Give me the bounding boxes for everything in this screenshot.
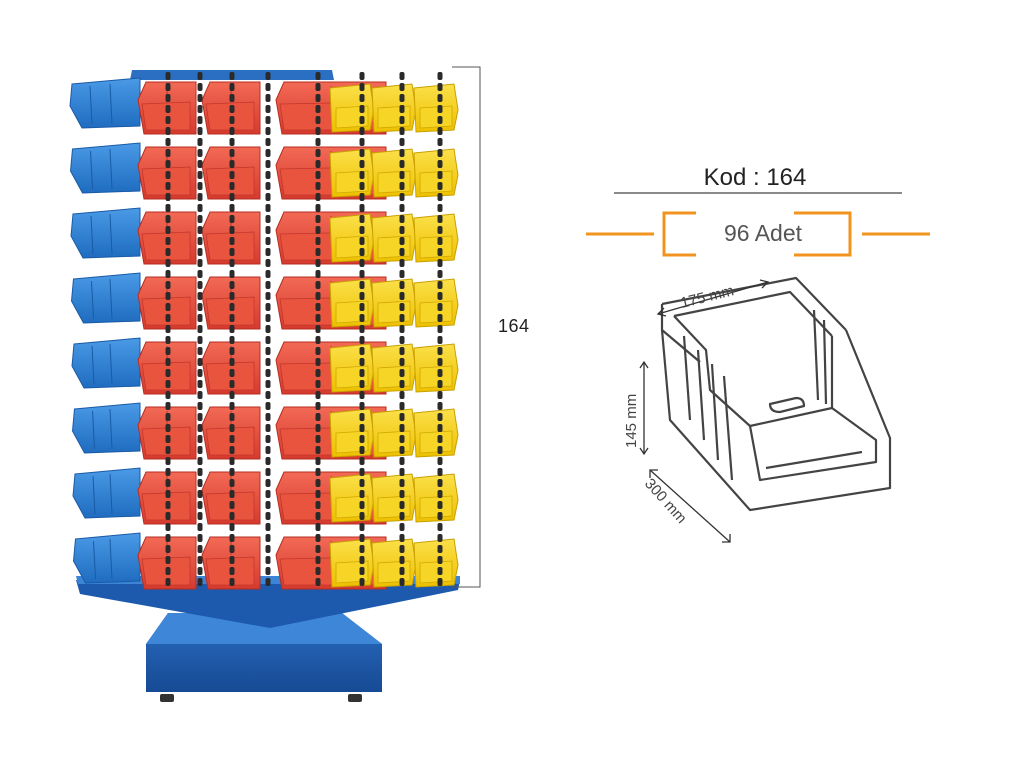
- rack-base: [76, 576, 460, 702]
- red-bin: [137, 471, 197, 525]
- yellow-bin: [329, 278, 375, 328]
- yellow-bin: [371, 343, 417, 393]
- blue-bin: [70, 272, 141, 324]
- rack-pole: [197, 72, 203, 586]
- yellow-bin: [329, 538, 375, 588]
- blue-bin: [70, 207, 141, 259]
- yellow-bin: [413, 278, 459, 328]
- yellow-bin: [329, 83, 375, 133]
- bin-line-drawing: 175 mm 145 mm 300 mm: [623, 276, 892, 543]
- rack-pole: [165, 72, 171, 586]
- yellow-bin-column: [329, 83, 459, 588]
- rack-pole: [437, 72, 443, 586]
- yellow-bin: [329, 213, 375, 263]
- red-bin: [137, 276, 197, 330]
- rack-height-label: 164: [498, 316, 530, 336]
- yellow-bin: [371, 278, 417, 328]
- yellow-bin: [413, 148, 459, 198]
- blue-bin: [69, 142, 141, 194]
- yellow-bin: [413, 538, 459, 588]
- rack-product-photo: [69, 70, 460, 702]
- yellow-bin: [371, 83, 417, 133]
- rack-pole: [359, 72, 365, 586]
- yellow-bin: [329, 408, 375, 458]
- yellow-bin: [413, 343, 459, 393]
- bin-height-label: 145 mm: [623, 394, 640, 448]
- quantity-label: 96 Adet: [723, 220, 803, 246]
- yellow-bin: [413, 408, 459, 458]
- red-bin: [201, 341, 261, 395]
- code-divider: [614, 192, 902, 194]
- yellow-bin: [371, 408, 417, 458]
- rack-pole: [229, 72, 235, 586]
- yellow-bin: [371, 538, 417, 588]
- blue-bin: [69, 77, 141, 129]
- blue-bin: [71, 337, 141, 389]
- rack-pole: [315, 72, 321, 586]
- red-bin: [137, 146, 197, 200]
- yellow-bin: [413, 83, 459, 133]
- rack-pole: [399, 72, 405, 586]
- yellow-bin: [413, 473, 459, 523]
- yellow-bin: [371, 213, 417, 263]
- yellow-bin: [413, 213, 459, 263]
- blue-bin-column: [69, 77, 141, 584]
- blue-bin: [71, 402, 141, 454]
- product-code: Kod : 164: [703, 164, 807, 191]
- rack-poles: [165, 72, 443, 586]
- yellow-bin: [329, 473, 375, 523]
- yellow-bin: [329, 343, 375, 393]
- red-bin: [201, 276, 261, 330]
- rack-pole: [265, 72, 271, 586]
- bin-depth-label: 300 mm: [641, 475, 690, 527]
- blue-bin: [72, 532, 141, 584]
- quantity-row: 96 Adet: [580, 208, 960, 268]
- spec-panel: Kod : 164 96 Adet: [580, 150, 960, 570]
- bin-width-label: 175 mm: [679, 282, 736, 312]
- yellow-bin: [371, 148, 417, 198]
- yellow-bin: [371, 473, 417, 523]
- blue-bin: [72, 467, 141, 519]
- quantity-bracket: [586, 211, 930, 257]
- yellow-bin: [329, 148, 375, 198]
